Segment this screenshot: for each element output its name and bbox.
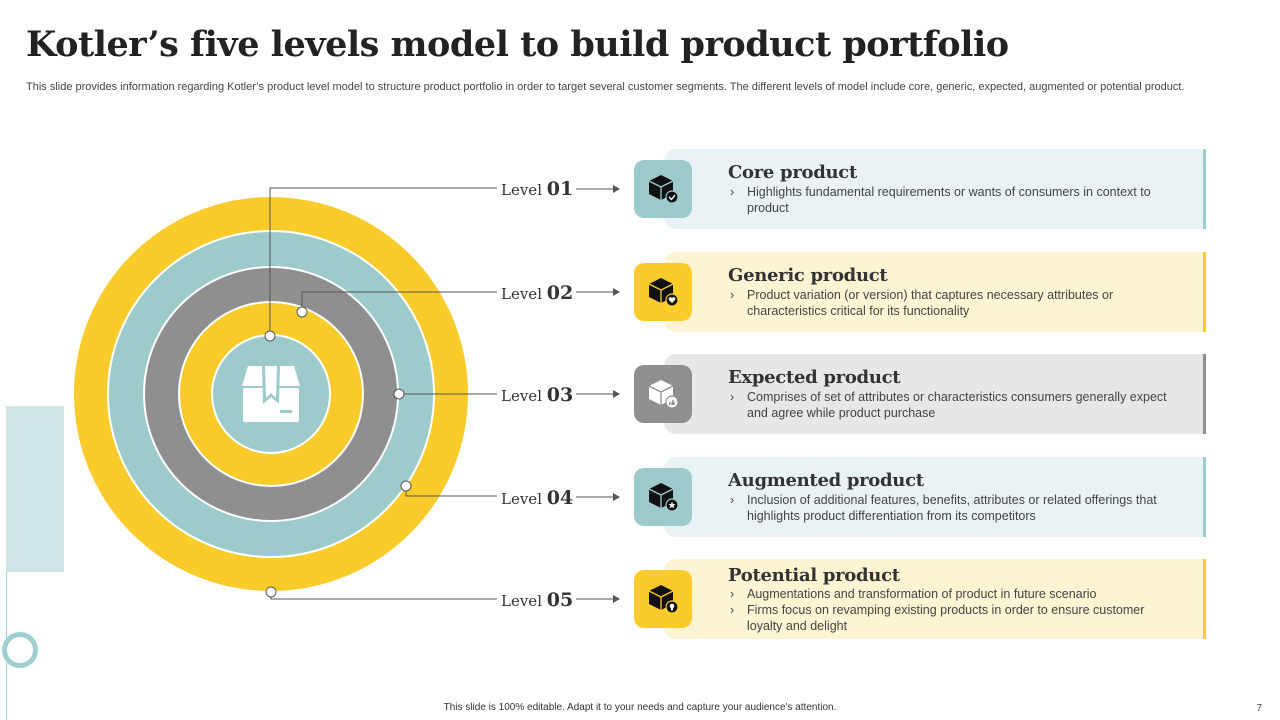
level-card-expected xyxy=(664,354,1206,434)
level-card-core xyxy=(664,149,1206,229)
box-heart-icon xyxy=(634,263,692,321)
page-number: 7 xyxy=(1256,703,1262,714)
connector-dot-03 xyxy=(393,388,405,400)
level-label-02: Level 02 xyxy=(501,282,574,304)
page-title: Kotler’s five levels model to build prod… xyxy=(26,24,1009,65)
box-star-icon xyxy=(634,468,692,526)
arrow-right-icon xyxy=(613,185,620,193)
level-label-01: Level 01 xyxy=(501,178,574,200)
connector-dot-05 xyxy=(265,586,277,598)
card-title-generic: Generic product xyxy=(728,265,888,286)
arrow-right-icon xyxy=(613,288,620,296)
card-bullets-augmented: ›Inclusion of additional features, benef… xyxy=(730,493,1157,523)
page-subtitle: This slide provides information regardin… xyxy=(26,81,1185,93)
card-bullets-generic: ›Product variation (or version) that cap… xyxy=(730,288,1114,318)
connector-dot-04 xyxy=(400,480,412,492)
package-box-icon xyxy=(242,366,300,422)
card-bullets-core: ›Highlights fundamental requirements or … xyxy=(730,185,1151,215)
card-title-core: Core product xyxy=(728,162,857,183)
connector-dot-01 xyxy=(264,330,276,342)
decorative-ring xyxy=(2,632,38,668)
arrow-right-icon xyxy=(613,493,620,501)
footer-note: This slide is 100% editable. Adapt it to… xyxy=(443,702,837,713)
card-title-augmented: Augmented product xyxy=(728,470,924,491)
card-bullets-potential: ›Augmentations and transformation of pro… xyxy=(730,587,1145,633)
card-bullets-expected: ›Comprises of set of attributes or chara… xyxy=(730,390,1167,420)
connector-dot-02 xyxy=(296,306,308,318)
card-title-potential: Potential product xyxy=(728,565,900,586)
box-check-icon xyxy=(634,160,692,218)
arrow-right-icon xyxy=(613,595,620,603)
level-label-05: Level 05 xyxy=(501,589,574,611)
arrow-right-icon xyxy=(613,390,620,398)
level-label-04: Level 04 xyxy=(501,487,574,509)
box-thumbs-up-icon xyxy=(634,365,692,423)
level-card-augmented xyxy=(664,457,1206,537)
level-label-03: Level 03 xyxy=(501,384,574,406)
box-bulb-icon xyxy=(634,570,692,628)
decorative-bar xyxy=(6,406,64,572)
level-card-generic xyxy=(664,252,1206,332)
level-card-potential xyxy=(664,559,1206,639)
card-title-expected: Expected product xyxy=(728,367,901,388)
